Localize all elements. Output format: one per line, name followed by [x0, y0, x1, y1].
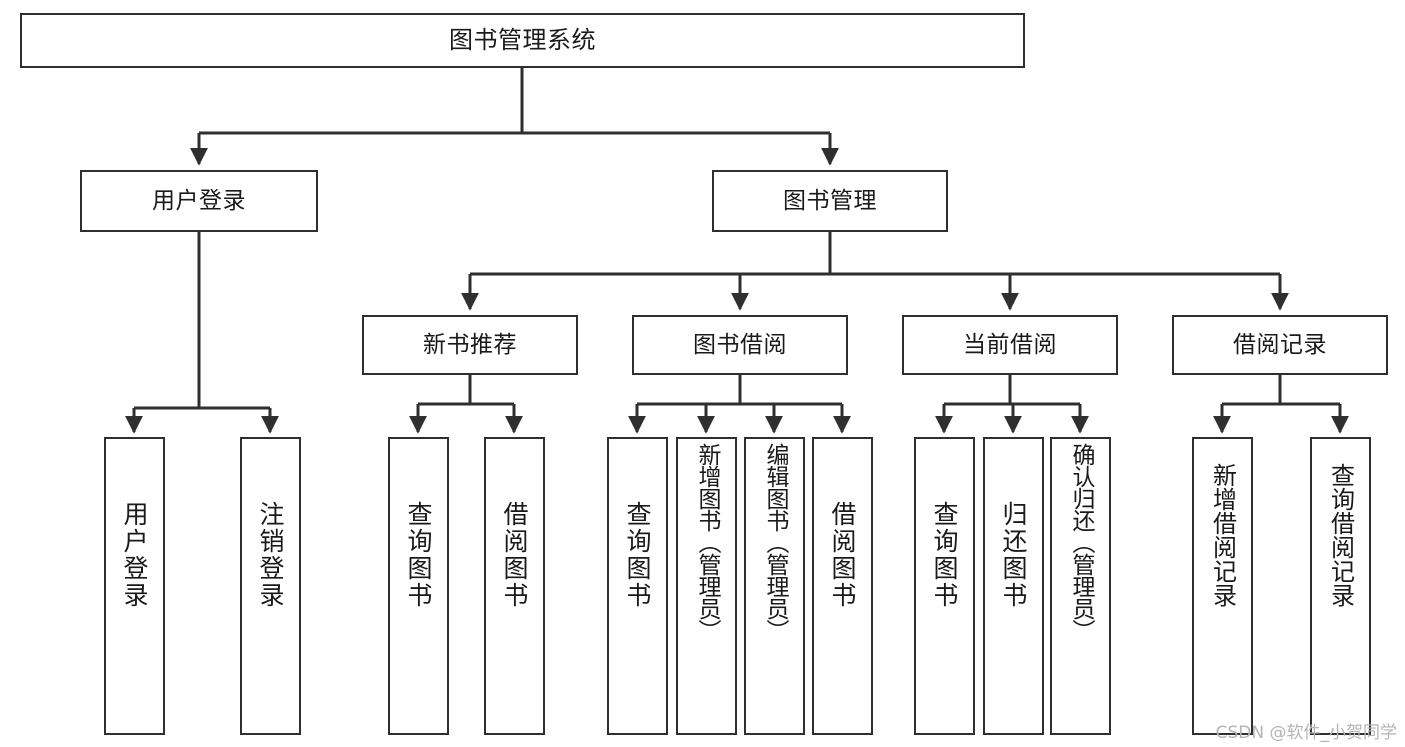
node-leaf-logout[interactable]: 注销登录: [240, 437, 301, 735]
node-leaf-user-login[interactable]: 用户登录: [104, 437, 165, 735]
node-root-system[interactable]: 图书管理系统: [20, 13, 1025, 68]
node-label: 确认归还（管理员）: [1068, 443, 1094, 641]
node-label: 注销登录: [256, 501, 285, 609]
node-leaf-borrow-book-1[interactable]: 借阅图书: [484, 437, 545, 735]
node-label: 图书借阅: [693, 331, 787, 358]
node-label: 查询图书: [930, 501, 959, 609]
node-leaf-query-book-1[interactable]: 查询图书: [388, 437, 449, 735]
node-borrow-record[interactable]: 借阅记录: [1172, 315, 1388, 375]
node-leaf-add-record[interactable]: 新增借阅记录: [1192, 437, 1253, 735]
node-leaf-query-record[interactable]: 查询借阅记录: [1310, 437, 1371, 735]
node-book-borrow[interactable]: 图书借阅: [632, 315, 848, 375]
node-label: 用户登录: [120, 501, 149, 609]
node-new-book-recommend[interactable]: 新书推荐: [362, 315, 578, 375]
node-label: 借阅图书: [828, 501, 857, 609]
node-label: 新增借阅记录: [1208, 463, 1237, 607]
node-label: 新书推荐: [423, 331, 517, 358]
node-current-borrow[interactable]: 当前借阅: [902, 315, 1118, 375]
node-leaf-edit-book[interactable]: 编辑图书（管理员）: [744, 437, 805, 735]
node-label: 借阅记录: [1233, 331, 1327, 358]
node-leaf-add-book[interactable]: 新增图书（管理员）: [676, 437, 737, 735]
watermark: CSDN @软件_小贺同学: [1215, 723, 1397, 743]
node-leaf-confirm-return[interactable]: 确认归还（管理员）: [1050, 437, 1111, 735]
node-label: 图书管理系统: [449, 25, 596, 54]
node-leaf-borrow-book-2[interactable]: 借阅图书: [812, 437, 873, 735]
node-label: 借阅图书: [500, 501, 529, 609]
node-leaf-query-book-3[interactable]: 查询图书: [914, 437, 975, 735]
node-user-login[interactable]: 用户登录: [80, 170, 318, 232]
node-label: 查询借阅记录: [1326, 463, 1355, 607]
node-label: 查询图书: [623, 501, 652, 609]
node-label: 查询图书: [404, 501, 433, 609]
node-label: 当前借阅: [963, 331, 1057, 358]
node-label: 新增图书（管理员）: [694, 443, 720, 641]
node-leaf-return-book[interactable]: 归还图书: [983, 437, 1044, 735]
node-label: 图书管理: [783, 187, 877, 214]
node-label: 归还图书: [999, 501, 1028, 609]
node-label: 用户登录: [152, 187, 246, 214]
node-book-management[interactable]: 图书管理: [712, 170, 948, 232]
node-leaf-query-book-2[interactable]: 查询图书: [607, 437, 668, 735]
node-label: 编辑图书（管理员）: [762, 443, 788, 641]
